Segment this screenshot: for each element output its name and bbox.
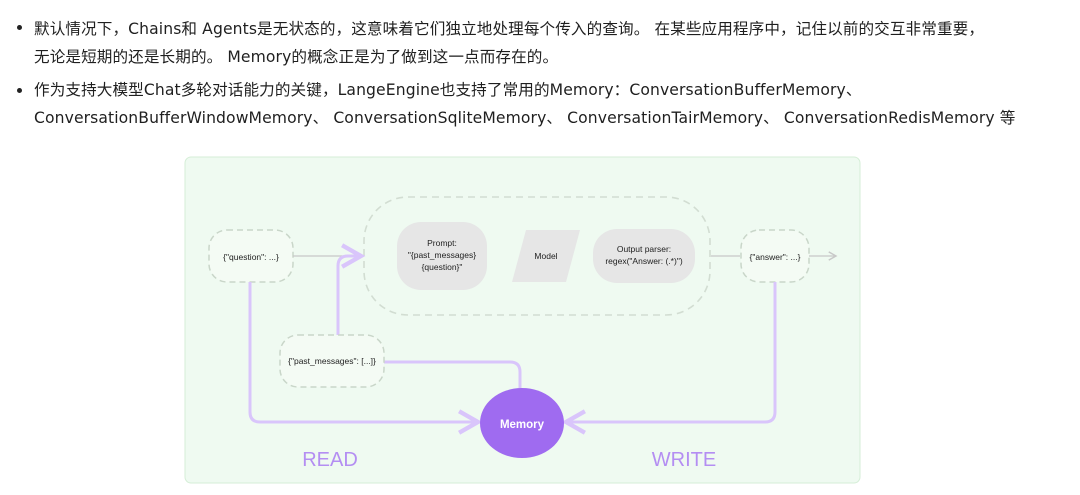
diagram-panel [184, 156, 861, 484]
model-node-label: Model [534, 251, 557, 261]
past-messages-node-label: {"past_messages": [...]} [288, 356, 376, 366]
prompt-node-line-2: "{past_messages} [408, 250, 476, 260]
output-parser-line-1: Output parser: [617, 244, 671, 254]
memory-node [480, 388, 564, 458]
model-node [512, 230, 580, 282]
memory-node-label: Memory [500, 419, 545, 431]
write-label: WRITE [652, 449, 716, 471]
read-label: READ [302, 449, 358, 471]
bullet-2-line-1: 作为支持大模型Chat多轮对话能力的关键，LangeEngine也支持了常用的M… [34, 81, 862, 99]
bullet-2-line-2: ConversationBufferWindowMemory、 Conversa… [34, 109, 1016, 127]
prompt-node-line-1: Prompt: [427, 238, 457, 248]
output-parser-line-2: regex("Answer: (.*)") [605, 256, 683, 266]
write-path [561, 282, 777, 435]
past-messages-node [279, 334, 385, 388]
output-parser-node [593, 229, 695, 283]
answer-node-label: {"answer": ...} [750, 252, 801, 262]
past-messages-to-chain-path [336, 243, 366, 335]
bullet-marker [17, 25, 22, 30]
bullet-1-line-2: 无论是短期的还是长期的。 Memory的概念正是为了做到这一点而存在的。 [34, 48, 559, 66]
prompt-node [397, 222, 487, 290]
prompt-node-line-3: {question}" [422, 262, 463, 272]
memory-to-past-messages-path [384, 360, 522, 388]
bullet-marker [17, 88, 22, 93]
bullet-1-line-1: 默认情况下，Chains和 Agents是无状态的，这意味着它们独立地处理每个传… [34, 20, 985, 38]
question-node-label: {"question": ...} [223, 252, 279, 262]
read-path [248, 282, 483, 435]
